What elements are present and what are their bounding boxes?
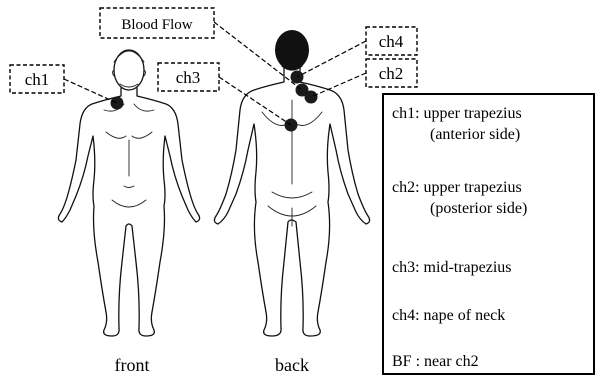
ch3-label: ch3 — [176, 68, 201, 87]
legend-ch2-line2: (posterior side) — [392, 198, 589, 219]
ch2-label: ch2 — [379, 64, 404, 83]
front-body-figure — [58, 50, 199, 336]
blood-flow-callout: Blood Flow — [100, 8, 214, 38]
ch3-leader — [219, 77, 291, 125]
ch1-callout: ch1 — [10, 65, 64, 93]
legend-ch2-line1: ch2: upper trapezius — [392, 179, 522, 196]
legend-item-ch2: ch2: upper trapezius (posterior side) — [392, 177, 589, 219]
ch1-label: ch1 — [25, 70, 50, 89]
ch4-callout: ch4 — [366, 27, 417, 55]
back-caption: back — [275, 355, 309, 375]
ch1-leader — [64, 79, 117, 103]
legend-ch4-line1: ch4: nape of neck — [392, 307, 505, 324]
legend-ch1-line1: ch1: upper trapezius — [392, 105, 522, 122]
legend-item-ch4: ch4: nape of neck — [392, 305, 589, 326]
legend-bf-line1: BF : near ch2 — [392, 353, 479, 370]
ch1-marker — [111, 97, 124, 110]
legend-item-ch1: ch1: upper trapezius (anterior side) — [392, 103, 589, 145]
blood-flow-label: Blood Flow — [121, 17, 192, 33]
legend-box: ch1: upper trapezius (anterior side) ch2… — [382, 93, 595, 375]
legend-item-ch3: ch3: mid-trapezius — [392, 257, 589, 278]
back-head-hair — [275, 30, 309, 70]
ch2-callout: ch2 — [366, 59, 417, 87]
legend-ch1-line2: (anterior side) — [392, 124, 589, 145]
ch3-callout: ch3 — [158, 63, 219, 91]
ch4-label: ch4 — [379, 32, 404, 51]
legend-ch3-line1: ch3: mid-trapezius — [392, 259, 512, 276]
ch2-leader — [311, 73, 366, 97]
front-caption: front — [115, 355, 150, 375]
legend-item-bf: BF : near ch2 — [392, 351, 589, 372]
